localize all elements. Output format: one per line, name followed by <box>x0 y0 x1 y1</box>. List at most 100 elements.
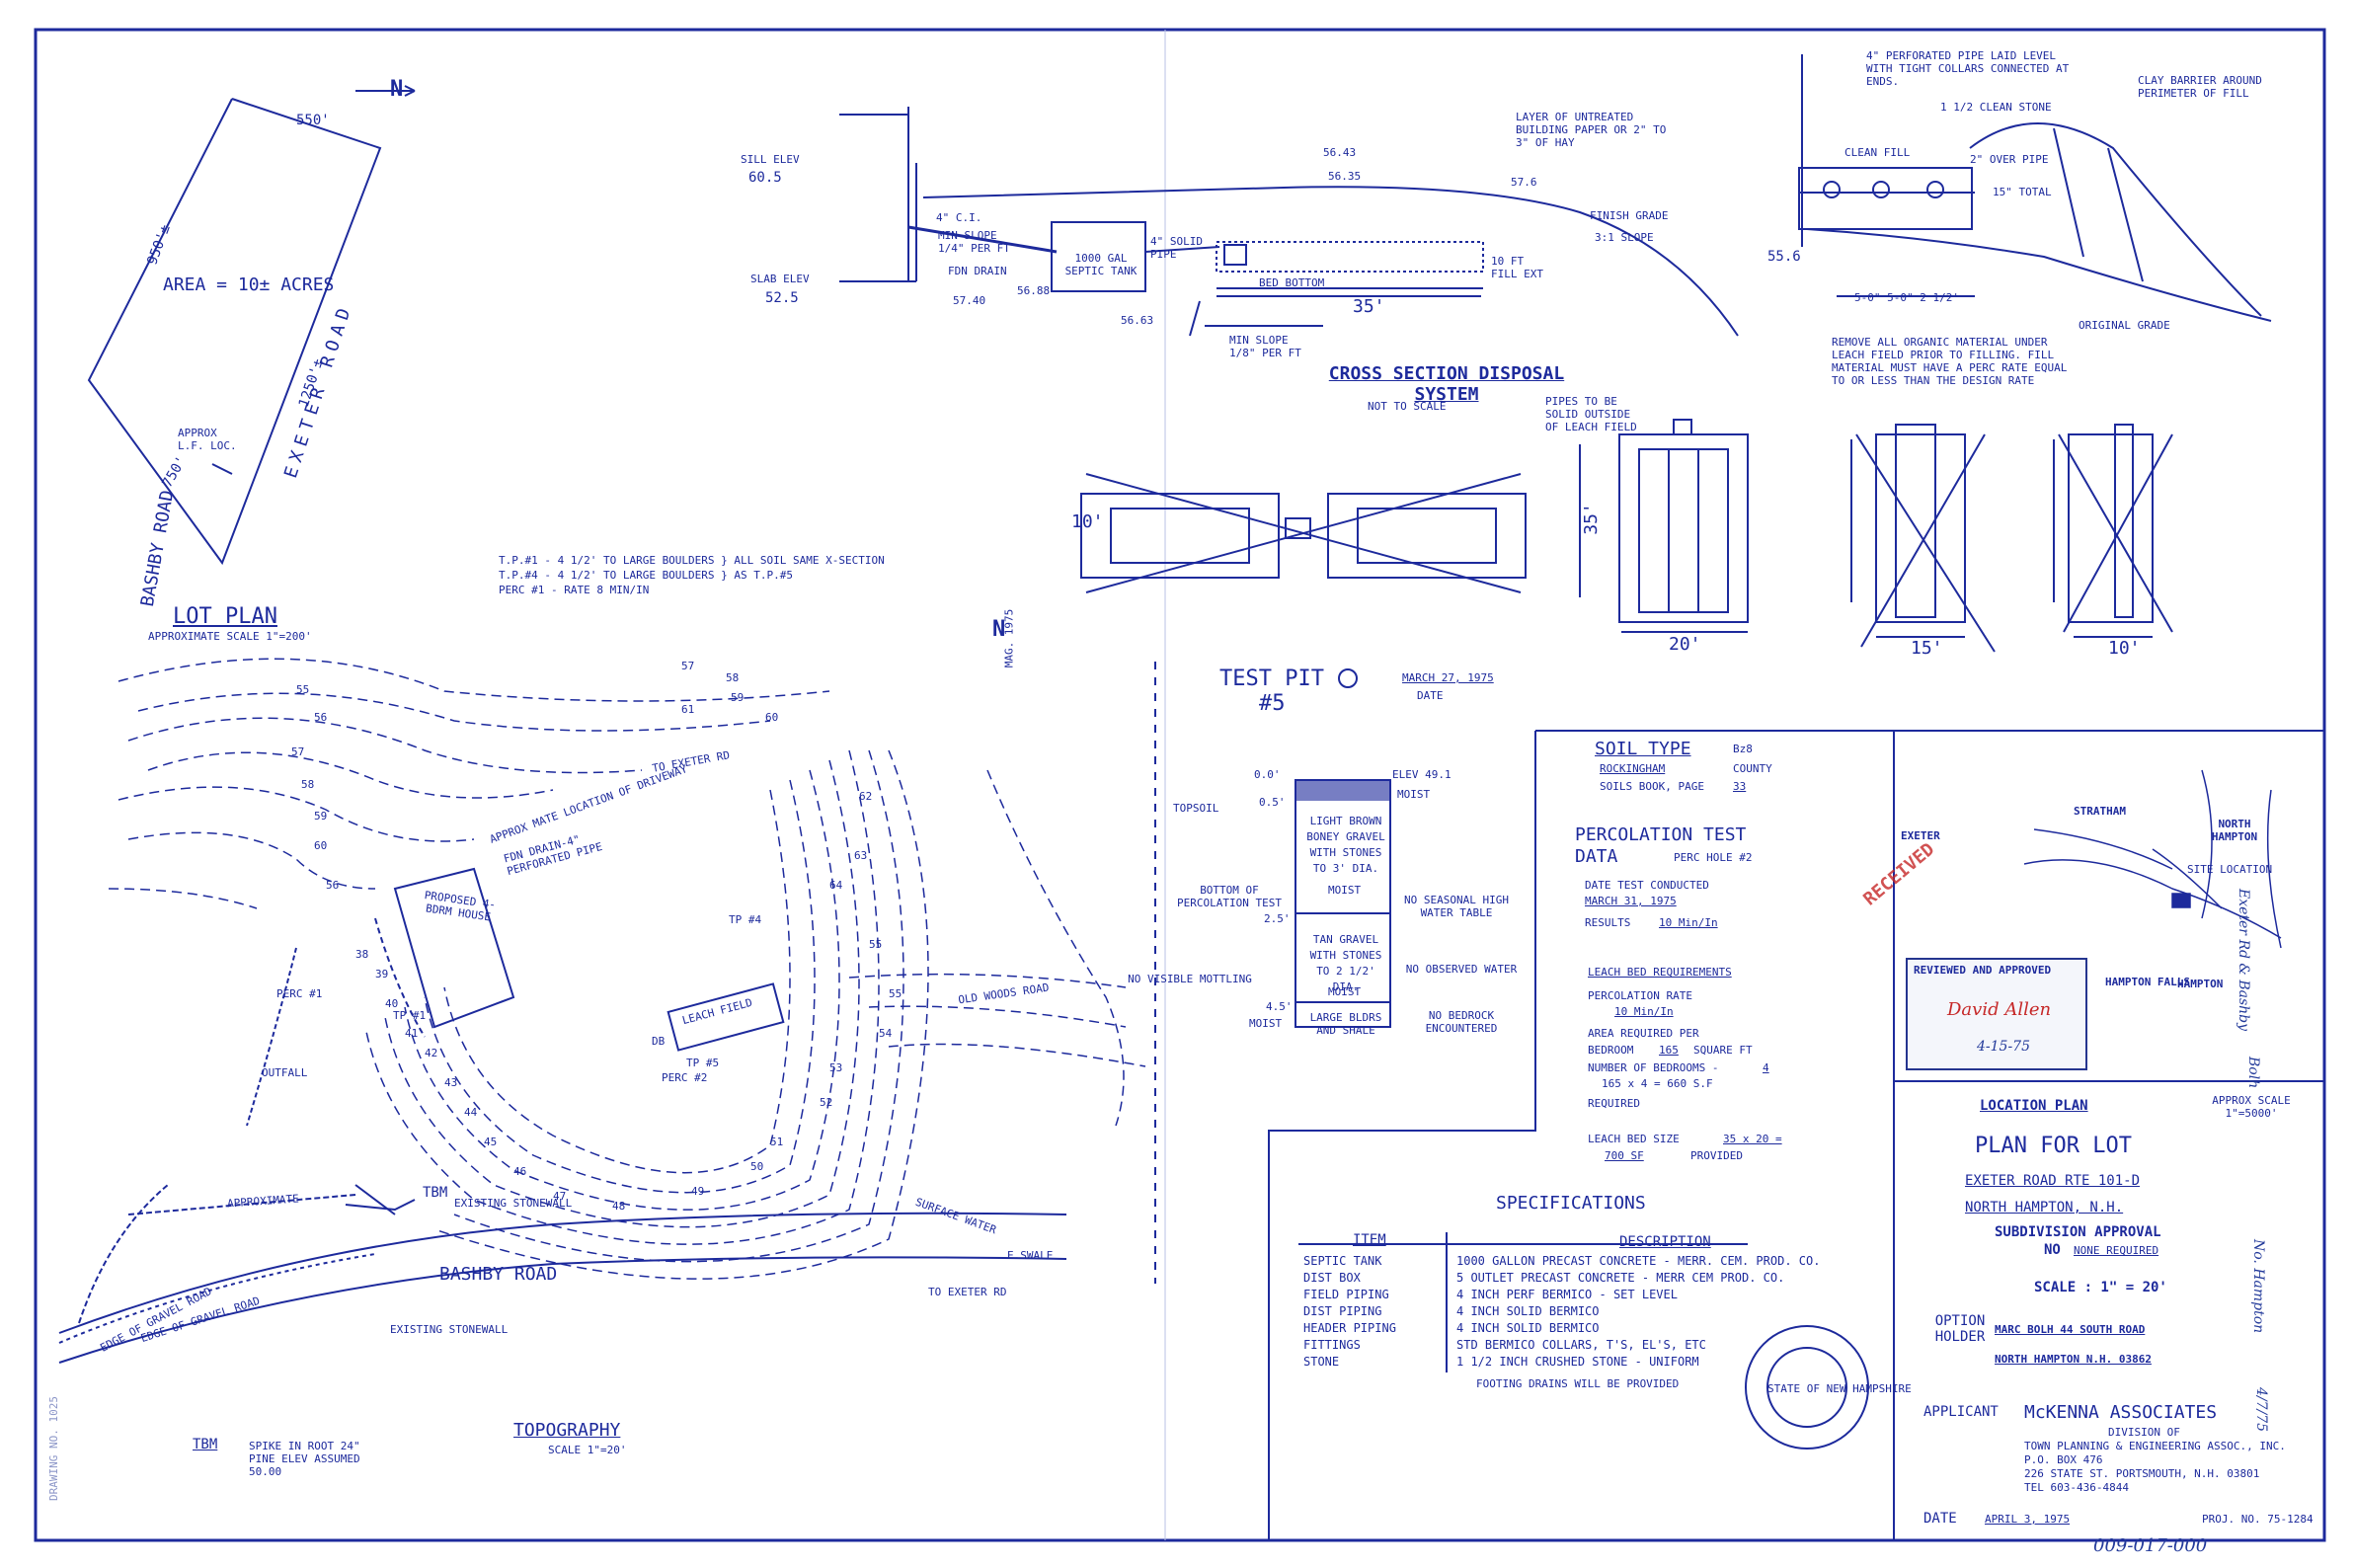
tbm-label: TBM <box>193 1437 218 1452</box>
hampton-label: HAMPTON <box>2177 978 2224 990</box>
soil-box-lines <box>1268 730 2324 1540</box>
spacing-label: 5-0" 5-0" 2 1/2' <box>1854 291 1959 304</box>
contour-label: 47 <box>553 1190 567 1203</box>
required-label: REQUIRED <box>1588 1097 1640 1110</box>
option-holder-label: OPTION HOLDER <box>1934 1313 1986 1345</box>
topo-north-arrow: N <box>992 617 1006 642</box>
septic-tank-label: 1000 GAL SEPTIC TANK <box>1064 252 1138 277</box>
contour-label: 55 <box>296 683 310 696</box>
contour-label: 52 <box>820 1096 833 1109</box>
depth-00: 0.0' <box>1254 768 1281 781</box>
town-line: NORTH HAMPTON, N.H. <box>1965 1200 2124 1215</box>
po-box: P.O. BOX 476 <box>2024 1453 2103 1466</box>
over-pipe-label: 2" OVER PIPE <box>1970 153 2049 166</box>
provided-value: 700 SF <box>1605 1149 1644 1162</box>
test-pit-date: MARCH 27, 1975 <box>1402 671 1494 684</box>
lot-north-arrow: N <box>390 77 404 102</box>
tp4-label: TP #4 <box>729 913 762 926</box>
contour-label: 43 <box>444 1076 458 1089</box>
no-bedrock: NO BEDROCK ENCOUNTERED <box>1425 1009 1498 1035</box>
tbm-description: SPIKE IN ROOT 24" PINE ELEV ASSUMED 50.0… <box>249 1440 360 1478</box>
elev-5643: 56.43 <box>1323 146 1357 159</box>
specs-description: 5 OUTLET PRECAST CONCRETE - MERR CEM PRO… <box>1456 1271 1785 1285</box>
perf-pipe-note: 4" PERFORATED PIPE LAID LEVEL WITH TIGHT… <box>1866 49 2070 88</box>
contour-label: 50 <box>750 1160 764 1173</box>
depth-45: 4.5' <box>1266 1000 1293 1013</box>
specs-col-item: ITEM <box>1353 1232 1386 1248</box>
test-pit-moist-top: MOIST <box>1397 788 1431 801</box>
min-slope-b: MIN SLOPE 1/8" PER FT <box>1229 334 1301 359</box>
contour-label: 56 <box>326 879 340 892</box>
date-conducted-label: DATE TEST CONDUCTED <box>1585 879 1709 892</box>
contour-label: 64 <box>829 879 843 892</box>
county-label: COUNTY <box>1733 762 1772 775</box>
topography-features <box>58 867 1067 1364</box>
contour-label: 57 <box>681 660 695 672</box>
contour-label: 44 <box>464 1106 478 1119</box>
contour-label: 55 <box>869 938 883 951</box>
cross-section-drawing <box>839 107 1739 337</box>
contour-label: 59 <box>314 810 328 823</box>
specs-description: 4 INCH SOLID BERMICO <box>1456 1304 1600 1318</box>
seal-text: STATE OF NEW HAMPSHIRE <box>1767 1382 1912 1395</box>
reviewed-label: REVIEWED AND APPROVED <box>1914 964 2052 977</box>
specs-item: DIST PIPING <box>1303 1304 1382 1318</box>
lot-approx-lf: APPROX L.F. LOC. <box>178 427 237 452</box>
assoc-name: TOWN PLANNING & ENGINEERING ASSOC., INC. <box>2024 1440 2286 1452</box>
stratham-label: STRATHAM <box>2074 805 2126 818</box>
specs-item: FIELD PIPING <box>1303 1288 1389 1301</box>
perc1-label: PERC #1 <box>276 987 323 1000</box>
specs-title: SPECIFICATIONS <box>1496 1193 1646 1214</box>
layer2-desc: TAN GRAVEL WITH STONES TO 2 1/2' DIA. <box>1309 933 1382 993</box>
contour-label: 58 <box>726 671 740 684</box>
depth-25: 2.5' <box>1264 912 1291 925</box>
soils-book-label: SOILS BOOK, PAGE <box>1600 780 1704 793</box>
contour-label: 57 <box>291 745 305 758</box>
sheet-border <box>34 28 2326 1542</box>
bedroom-value: 165 <box>1659 1044 1679 1057</box>
tbm-marker: TBM <box>423 1185 448 1201</box>
slab-elev-label: SLAB ELEV <box>750 273 810 285</box>
dim-10-right: 10' <box>2108 638 2141 659</box>
lot-area: AREA = 10± ACRES <box>163 274 335 295</box>
contour-label: 53 <box>829 1061 843 1074</box>
tp5-label: TP #5 <box>686 1057 720 1069</box>
bottom-perc-label: BOTTOM OF PERCOLATION TEST <box>1177 884 1282 909</box>
test-pit-number: #5 <box>1259 691 1286 716</box>
clean-fill-label: CLEAN FILL <box>1844 146 1911 159</box>
elev-576: 57.6 <box>1511 176 1537 189</box>
existing-stonewall-top: EXISTING STONEWALL <box>454 1197 573 1210</box>
total-label: 15" TOTAL <box>1993 186 2052 198</box>
perc-hole: PERC HOLE #2 <box>1674 851 1753 864</box>
perc-rate-label: PERCOLATION RATE <box>1588 989 1692 1002</box>
margin-note-2: Bolh <box>2245 1057 2261 1089</box>
num-bedrooms-label: NUMBER OF BEDROOMS - <box>1588 1061 1719 1074</box>
original-grade-label: ORIGINAL GRADE <box>2079 319 2170 332</box>
elev-5635: 56.35 <box>1328 170 1362 183</box>
perc-rate-value: 10 Min/In <box>1614 1005 1674 1018</box>
specs-description: 4 INCH PERF BERMICO - SET LEVEL <box>1456 1288 1678 1301</box>
soils-book-page: 33 <box>1733 780 1747 793</box>
min-slope-a: MIN SLOPE 1/4" PER FT <box>938 229 1010 255</box>
applicant-label: APPLICANT <box>1923 1404 1999 1420</box>
bedroom-label: BEDROOM <box>1588 1044 1634 1057</box>
elev-5740: 57.40 <box>953 294 986 307</box>
contour-label: 60 <box>765 711 779 724</box>
date-conducted-value: MARCH 31, 1975 <box>1585 895 1677 907</box>
dim-15: 15' <box>1911 638 1943 659</box>
telephone: TEL 603-436-4844 <box>2024 1481 2129 1494</box>
solid-pipe-label: 4" SOLID PIPE <box>1150 235 1203 261</box>
approver-signature: David Allen <box>1947 999 2052 1020</box>
lot-plan-scale: APPROXIMATE SCALE 1"=200' <box>148 630 312 643</box>
cross-section-subtitle: NOT TO SCALE <box>1368 400 1447 413</box>
db-label: DB <box>652 1035 666 1048</box>
holder-address: NORTH HAMPTON N.H. 03862 <box>1995 1353 2152 1366</box>
sq-ft-label: SQUARE FT <box>1693 1044 1753 1057</box>
contour-label: 42 <box>425 1047 438 1059</box>
contour-label: 48 <box>612 1200 626 1213</box>
footing-note: FOOTING DRAINS WILL BE PROVIDED <box>1476 1377 1680 1390</box>
